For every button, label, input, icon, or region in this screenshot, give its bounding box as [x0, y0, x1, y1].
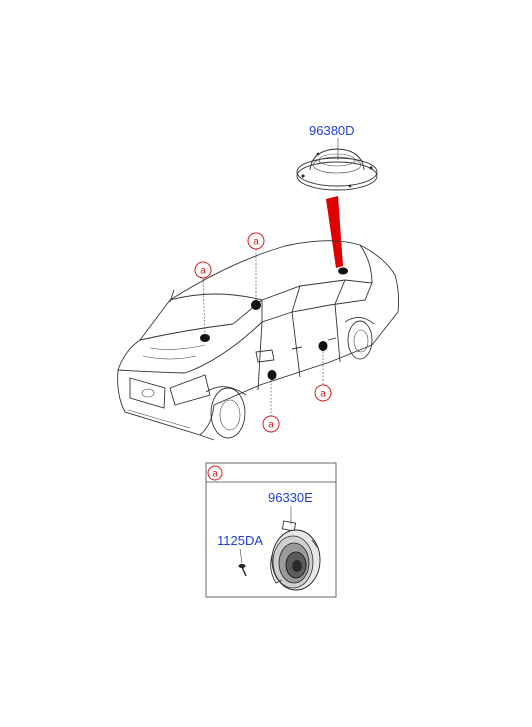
detail-callout-letter: a: [212, 469, 218, 480]
screw-part-number[interactable]: 1125DA: [217, 533, 263, 548]
screw-leader-line: [239, 548, 243, 564]
roof-speaker-illustration[interactable]: [296, 148, 378, 191]
callout-windshield-top[interactable]: a: [247, 232, 265, 301]
door-speaker-illustration[interactable]: [270, 520, 321, 591]
callout-letter: a: [253, 237, 259, 248]
callout-letter: a: [320, 389, 326, 400]
detail-callout-circle: [207, 465, 223, 481]
screw-illustration[interactable]: [238, 564, 247, 577]
detail-box-a: a 96330E 1125DA: [205, 462, 337, 598]
callout-rear-door[interactable]: a: [314, 351, 332, 402]
roof-speaker-location-arrow: [326, 196, 343, 268]
callout-front-door[interactable]: a: [262, 380, 280, 433]
door-speaker-part-number[interactable]: 96330E: [268, 490, 313, 505]
roof-speaker-part-number[interactable]: 96380D: [309, 123, 355, 138]
callout-front-dash[interactable]: a: [194, 261, 212, 335]
callout-letter: a: [200, 266, 206, 277]
car-illustration: [117, 240, 400, 441]
callout-letter: a: [268, 420, 274, 431]
